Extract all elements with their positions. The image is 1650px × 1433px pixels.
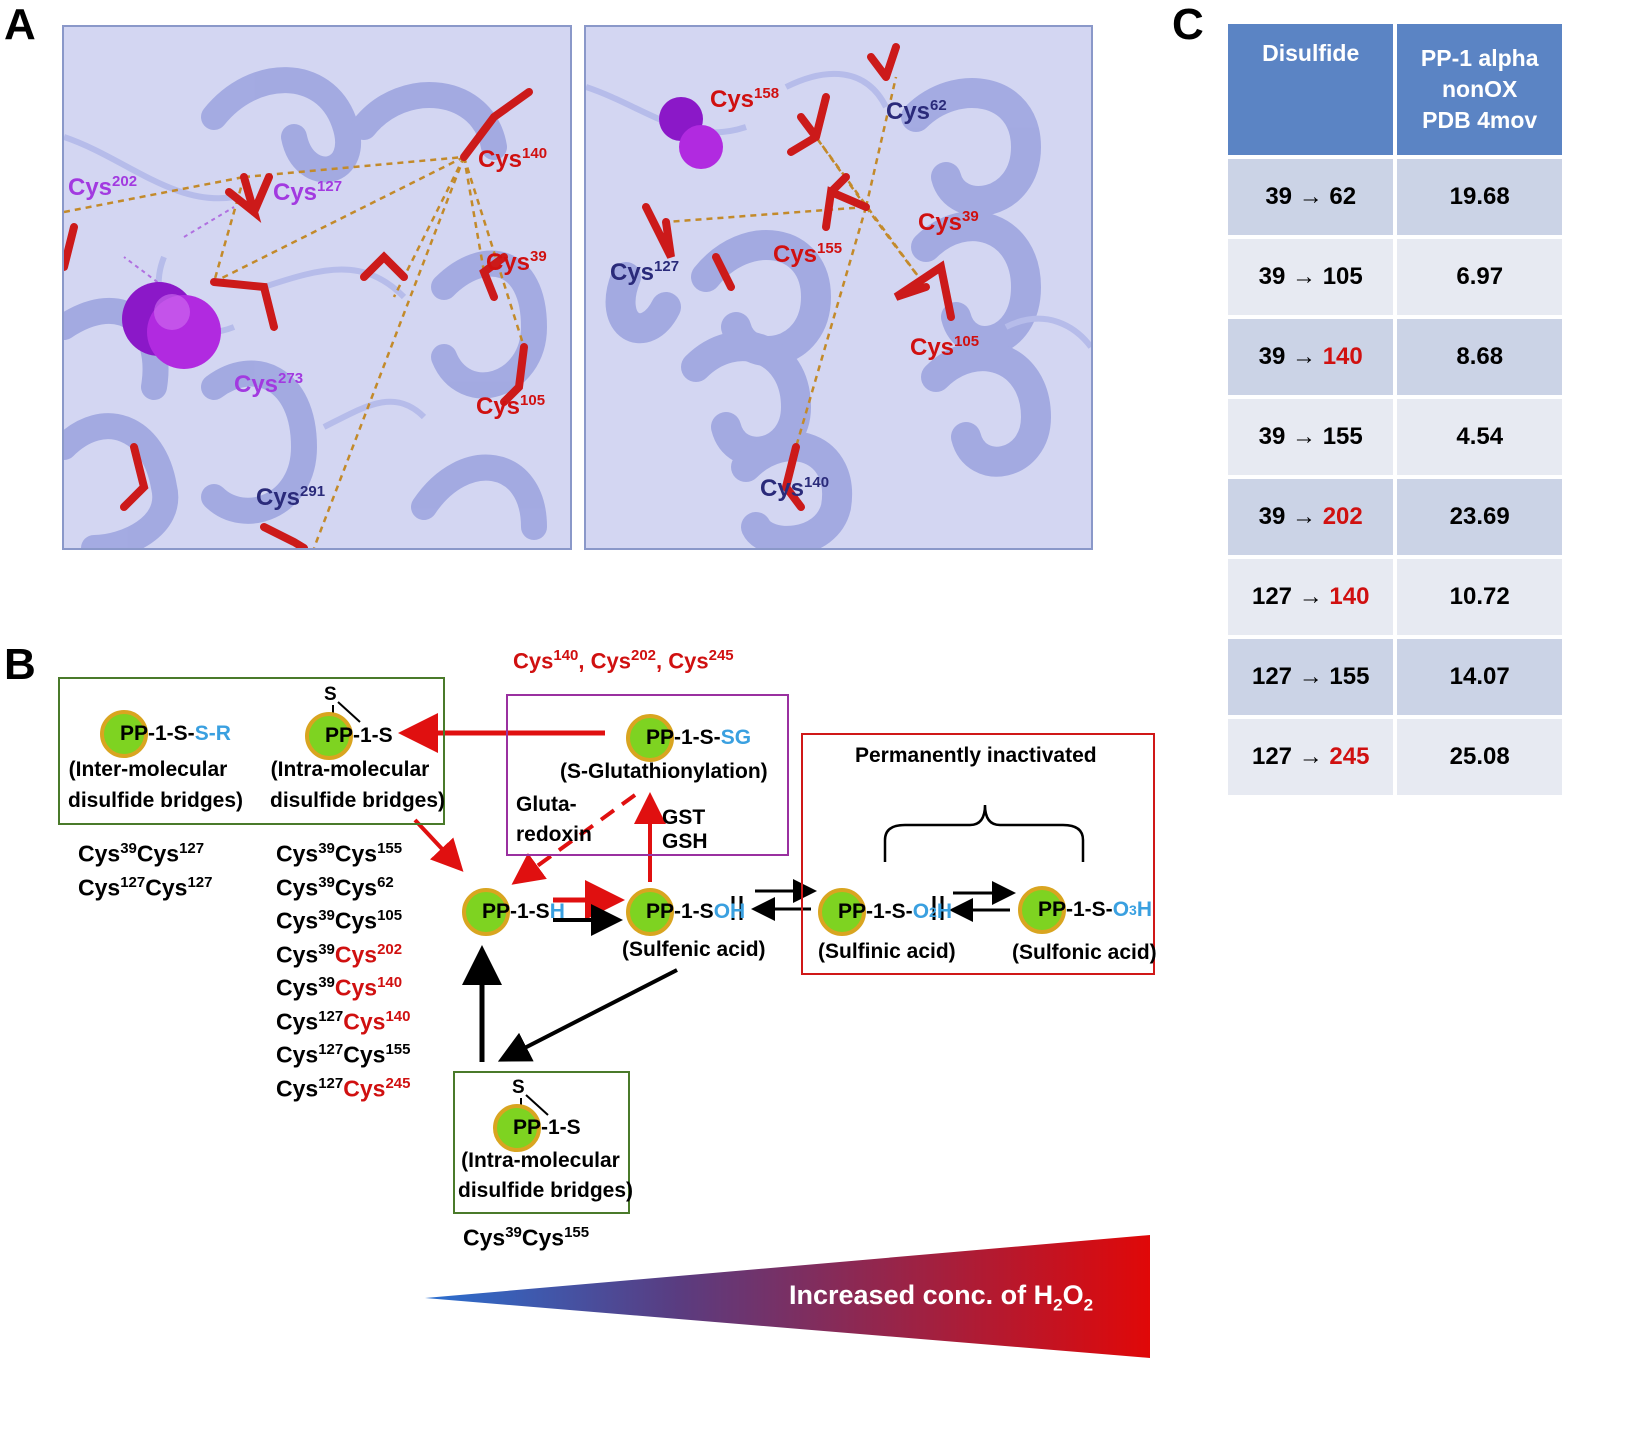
disulfide-cell: 39 → 202	[1228, 479, 1394, 555]
pp1-blob	[462, 888, 510, 936]
label-left-cys140: Cys140	[478, 145, 548, 173]
cys-pair: Cys127Cys140	[276, 1007, 411, 1035]
panel-label-c: C	[1172, 0, 1204, 49]
disulfide-cell: 39 → 105	[1228, 239, 1394, 315]
label-right-cys62: Cys62	[886, 97, 947, 125]
label-left-cys291: Cys291	[256, 483, 326, 511]
distance-cell: 19.68	[1397, 159, 1562, 235]
sulfonic-acid-caption: (Sulfonic acid)	[1012, 941, 1157, 964]
cys-pair: Cys39Cys127	[78, 840, 205, 867]
header-disulfide: Disulfide	[1228, 24, 1394, 155]
header-pp1: PP-1 alpha nonOX PDB 4mov	[1397, 24, 1562, 155]
label-left-cys202: Cys202	[68, 173, 138, 201]
cys-pair: Cys127Cys245	[276, 1074, 411, 1102]
protein-ribbon-right	[586, 27, 1091, 548]
cys-pair: Cys127Cys155	[276, 1041, 411, 1068]
cys-pair: Cys39Cys62	[276, 873, 394, 901]
protein-structure-left	[62, 25, 572, 550]
label-left-cys105: Cys105	[476, 392, 546, 420]
intra-top-s: S	[324, 684, 337, 705]
distance-cell: 23.69	[1397, 479, 1562, 555]
pp1-blob	[626, 714, 674, 762]
disulfide-bridges-box	[58, 677, 445, 825]
pp1-blob	[818, 888, 866, 936]
h2o2-gradient-label: Increased conc. of H2O2	[789, 1280, 1094, 1315]
label-right-cys140: Cys140	[760, 474, 830, 502]
pp1-blob	[493, 1104, 541, 1152]
glutaredoxin-label: Gluta-redoxin	[516, 793, 592, 846]
glutathionylation-cys-label: Cys140, Cys202, Cys245	[513, 647, 734, 674]
permanently-inactivated-box	[801, 733, 1155, 975]
pp1-blob	[626, 888, 674, 936]
pp1-blob	[1018, 886, 1066, 934]
cys-pair: Cys39Cys105	[276, 907, 403, 934]
disulfide-cell: 127 → 140	[1228, 559, 1394, 635]
distance-cell: 14.07	[1397, 639, 1562, 715]
disulfide-cell: 39 → 155	[1228, 399, 1394, 475]
intra-bottom-s: S	[512, 1077, 525, 1098]
cys-pair: Cys39Cys140	[276, 974, 403, 1001]
bottom-cys-pair: Cys39Cys155	[463, 1224, 590, 1251]
distance-cell: 6.97	[1397, 239, 1562, 315]
distance-cell: 8.68	[1397, 319, 1562, 395]
disulfide-cell: 39 → 140	[1228, 319, 1394, 395]
disulfide-distance-table: Disulfide PP-1 alpha nonOX PDB 4mov 39 →…	[1224, 20, 1566, 799]
distance-cell: 10.72	[1397, 559, 1562, 635]
label-right-cys158: Cys158	[710, 85, 780, 113]
disulfide-cell: 127 → 155	[1228, 639, 1394, 715]
cys-pair: Cys127Cys127	[78, 873, 213, 901]
pp1-blob	[305, 712, 353, 760]
intra-molecular-bottom-box	[453, 1071, 630, 1214]
disulfide-cell: 39 → 62	[1228, 159, 1394, 235]
distance-cell: 25.08	[1397, 719, 1562, 795]
label-left-cys127: Cys127	[273, 178, 343, 206]
sulfinic-acid-caption: (Sulfinic acid)	[818, 940, 956, 963]
label-right-cys155: Cys155	[773, 240, 843, 268]
protein-structure-right	[584, 25, 1093, 550]
intra-molecular-top-node: PP-1-S	[305, 712, 393, 760]
cys-pair: Cys39Cys155	[276, 840, 403, 867]
distance-cell: 4.54	[1397, 399, 1562, 475]
glutathionylation-box	[506, 694, 789, 856]
panel-label-b: B	[4, 640, 36, 689]
inter-molecular-node: PP-1-S-S-R	[100, 710, 231, 758]
label-right-cys105: Cys105	[910, 333, 980, 361]
protein-ribbon-left	[64, 27, 570, 548]
label-left-cys273: Cys273	[234, 370, 304, 398]
cys-pair: Cys39Cys202	[276, 940, 403, 968]
label-right-cys39: Cys39	[918, 208, 979, 236]
disulfide-cell: 127 → 245	[1228, 719, 1394, 795]
intra-molecular-bottom-node: PP-1-S	[493, 1104, 581, 1152]
pp1-blob	[100, 710, 148, 758]
permanently-inactivated-label: Permanently inactivated	[855, 744, 1097, 767]
sulfenic-acid-caption: (Sulfenic acid)	[622, 938, 766, 961]
panel-label-a: A	[4, 0, 36, 49]
label-left-cys39: Cys39	[486, 248, 547, 276]
glutathionylation-node: PP-1-S-SG	[626, 714, 751, 762]
label-right-cys127: Cys127	[610, 258, 680, 286]
glutathionylation-caption: (S-Glutathionylation)	[560, 760, 768, 783]
